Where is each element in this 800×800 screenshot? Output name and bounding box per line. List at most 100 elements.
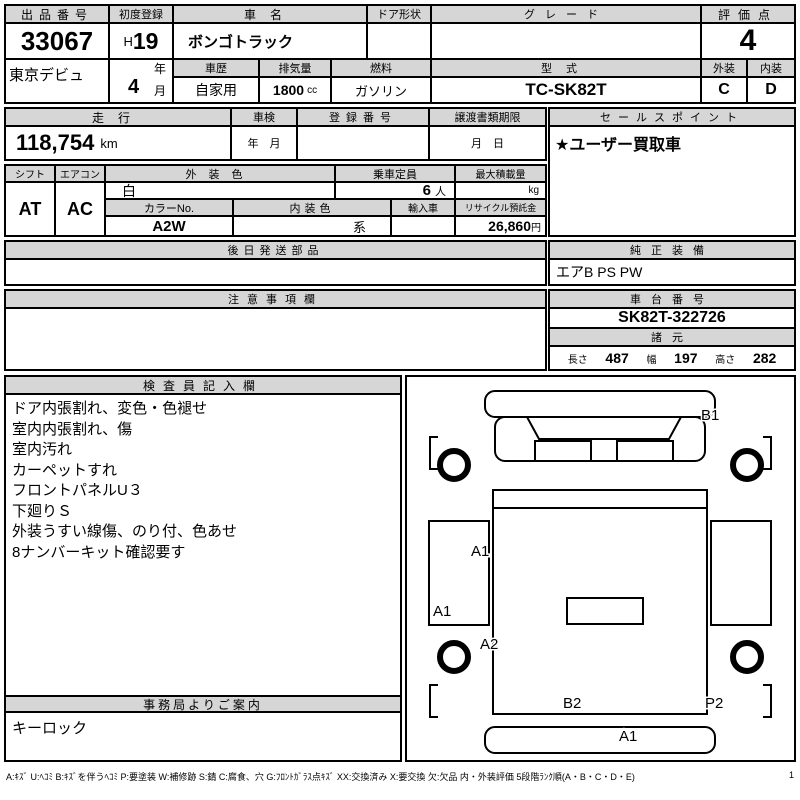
front-right-wheel <box>730 448 764 482</box>
caution-label: 注意事項欄 <box>6 291 545 309</box>
era-year: 19 <box>132 27 159 54</box>
history-label: 車歴 <box>174 60 260 78</box>
aircon-value: AC <box>56 183 106 235</box>
right-front-bracket <box>763 436 772 470</box>
max-load-unit: kg <box>456 183 545 200</box>
cargo-bed <box>492 489 708 715</box>
recycle-deposit-value: 26,860 <box>488 218 531 234</box>
car-name-value: ボンゴトラック <box>174 24 368 60</box>
sales-point-label: セールスポイント <box>550 109 794 127</box>
left-front-bracket <box>429 436 438 470</box>
color-no-label: カラーNo. <box>106 200 234 217</box>
grade-value <box>432 24 702 60</box>
recycle-deposit-label: リサイクル預託金 <box>456 200 545 217</box>
height-value: 282 <box>752 350 777 366</box>
later-parts-label: 後日発送部品 <box>6 242 545 260</box>
legend-text: A:ｷｽﾞ U:ﾍｺﾐ B:ｷｽﾞを伴うﾍｺﾐ P:要塗装 W:補修跡 S:錆 … <box>6 772 635 782</box>
right-rear-bracket <box>763 684 772 718</box>
caution-value <box>6 309 545 369</box>
exhibit-no-label: 出品番号 <box>6 6 110 24</box>
score-value: 4 <box>702 24 794 60</box>
year-unit: 年 <box>153 61 166 76</box>
exhibit-no-value: 33067 <box>6 24 110 60</box>
capacity-value: 6 <box>422 183 431 199</box>
registration-no-label: 登録番号 <box>298 109 430 127</box>
inspector-lines: ドア内張割れ、変色・色褪せ室内内張割れ、傷室内汚れカーペットすれフロントパネルU… <box>6 395 400 695</box>
left-seat <box>534 440 592 462</box>
history-value: 自家用 <box>174 78 260 102</box>
interior-grade-label: 内装 <box>748 60 794 78</box>
shift-value: AT <box>6 183 56 235</box>
mileage-unit: km <box>100 135 118 151</box>
left-gate <box>428 520 490 626</box>
capacity-label: 乗車定員 <box>336 166 456 183</box>
transfer-deadline-value: 月 日 <box>471 138 504 150</box>
month-unit: 月 <box>153 84 166 98</box>
inspector-line: 外装うすい線傷、のり付、色あせ <box>12 523 238 540</box>
color-no-value: A2W <box>106 217 234 235</box>
length-label: 長さ <box>567 354 588 366</box>
office-value: キーロック <box>12 720 88 737</box>
damage-code-label: A1 <box>471 543 489 560</box>
inspector-line: 室内汚れ <box>12 441 73 458</box>
door-shape-label: ドア形状 <box>368 6 432 24</box>
inspector-line: フロントパネルU３ <box>12 482 143 499</box>
chassis-value: SK82T-322726 <box>550 309 794 329</box>
rear-bumper <box>484 726 716 754</box>
width-label: 幅 <box>646 354 657 366</box>
office-label: 事務局よりご案内 <box>6 695 400 713</box>
month-value: 4 <box>128 76 140 98</box>
inspector-box: 検査員記入欄 ドア内張割れ、変色・色褪せ室内内張割れ、傷室内汚れカーペットすれフ… <box>4 375 402 762</box>
car-name-label: 車名 <box>174 6 368 24</box>
sales-point-box: セールスポイント ★ユーザー買取車 <box>548 107 796 237</box>
right-gate <box>710 520 772 626</box>
page-number: 1 <box>788 770 794 780</box>
model-label: 型式 <box>432 60 702 78</box>
exhibit-note: 東京デビュ <box>6 60 110 102</box>
left-rear-bracket <box>429 684 438 718</box>
era-letter: H <box>123 33 133 49</box>
import-car-value <box>392 217 456 235</box>
width-value: 197 <box>674 350 698 366</box>
aircon-label: エアコン <box>56 166 106 183</box>
inspector-line: 下廻りＳ <box>12 502 73 520</box>
displacement-label: 排気量 <box>260 60 332 78</box>
caution-box: 注意事項欄 <box>4 289 547 371</box>
import-car-label: 輸入車 <box>392 200 456 217</box>
inspector-line: ドア内張割れ、変色・色褪せ <box>12 400 208 417</box>
capacity-unit: 人 <box>435 185 446 198</box>
sales-point-value: ★ユーザー買取車 <box>555 137 682 154</box>
footer-legend-row: A:ｷｽﾞ U:ﾍｺﾐ B:ｷｽﾞを伴うﾍｺﾐ P:要塗装 W:補修跡 S:錆 … <box>6 770 794 783</box>
front-bumper <box>484 390 716 418</box>
model-value: TC-SK82T <box>432 78 702 102</box>
exterior-grade-label: 外装 <box>702 60 748 78</box>
inspection-value: 年 月 <box>232 127 298 159</box>
inspector-line: 室内内張割れ、傷 <box>12 420 133 438</box>
exterior-color-label: 外装色 <box>106 166 336 183</box>
damage-code-label: B1 <box>701 407 719 424</box>
damage-code-label: A2 <box>480 636 498 653</box>
transfer-deadline-label: 譲渡書類期限 <box>430 109 545 127</box>
max-load-label: 最大積載量 <box>456 166 545 183</box>
windshield <box>525 416 683 440</box>
door-shape-value <box>368 24 432 60</box>
rear-left-wheel <box>437 640 471 674</box>
grade-label: グレード <box>432 6 702 24</box>
length-value: 487 <box>605 350 629 366</box>
chassis-label: 車台番号 <box>550 291 794 309</box>
damage-code-label: P2 <box>705 695 723 712</box>
fuel-value: ガソリン <box>332 78 432 102</box>
inspector-line: 8ナンバーキット確認要す <box>12 543 186 561</box>
first-registration-month-cell: 年 4 月 <box>110 60 174 102</box>
later-parts-value <box>6 260 545 284</box>
first-registration-label: 初度登録 <box>110 6 174 24</box>
height-label: 高さ <box>715 354 736 366</box>
front-left-wheel <box>437 448 471 482</box>
